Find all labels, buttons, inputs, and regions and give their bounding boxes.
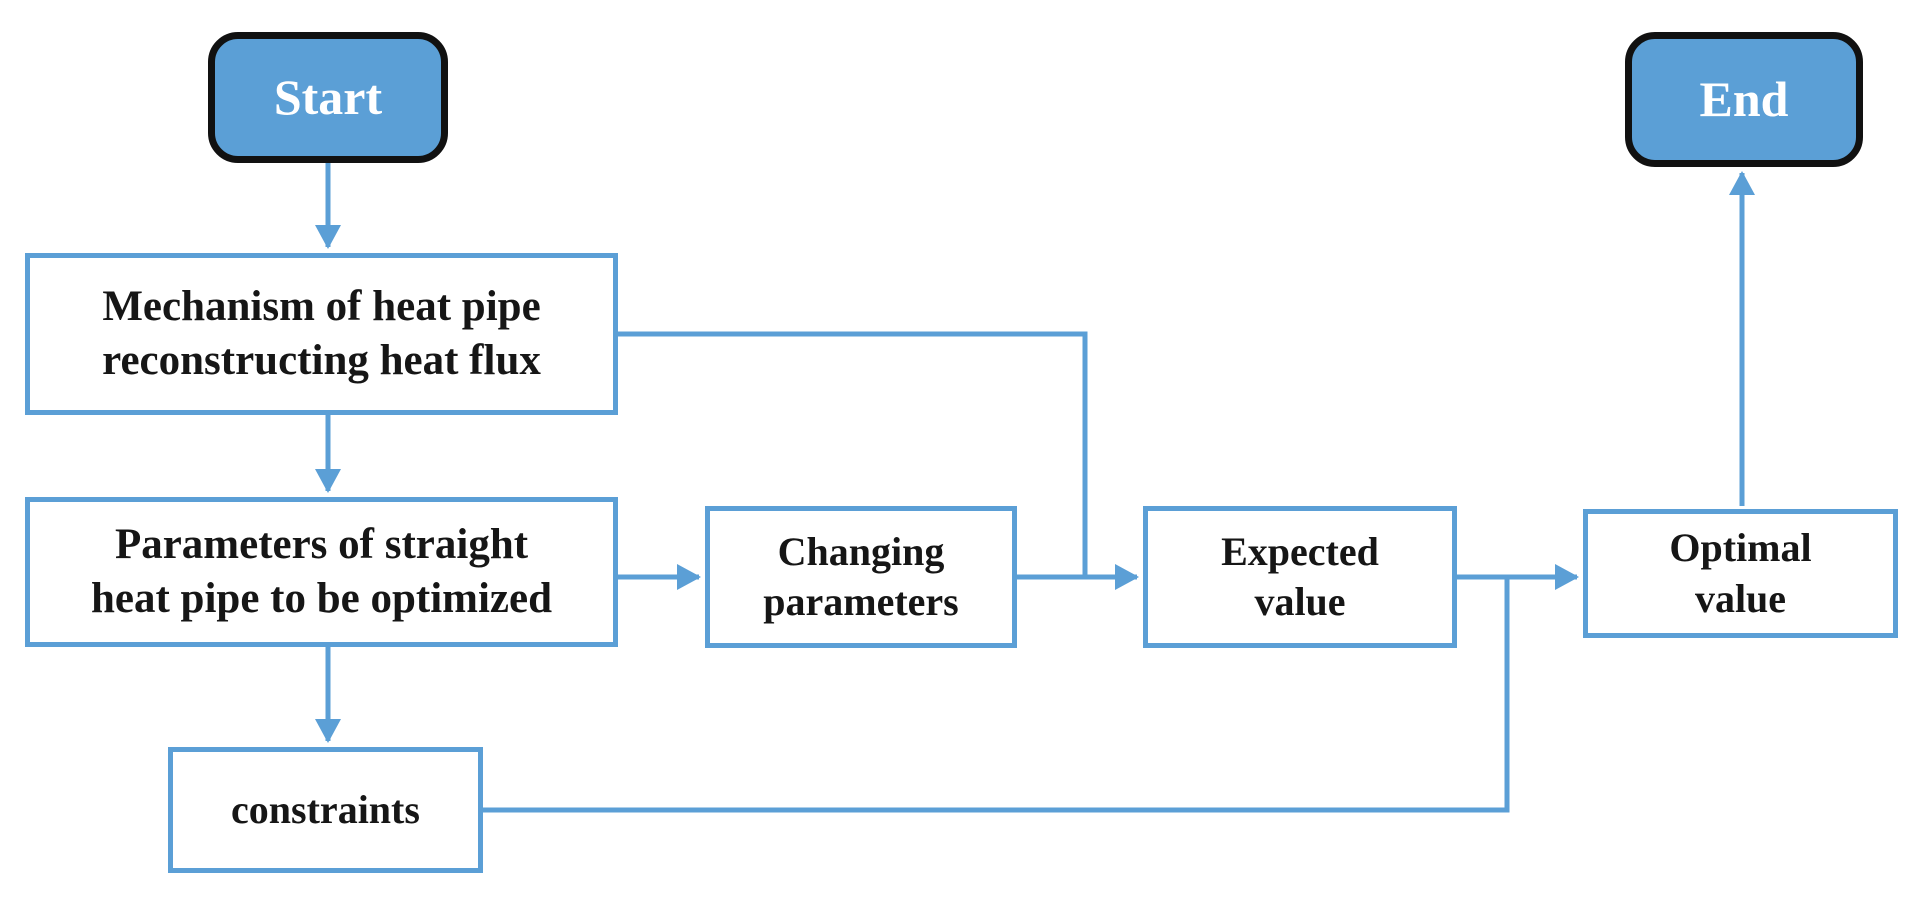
node-start-label: Start	[273, 69, 383, 125]
node-changing-parameters-label: Changing parameters	[763, 528, 959, 624]
node-optimal-value-label: Optimal value	[1669, 525, 1812, 621]
node-expected-value-label: Expected value	[1221, 528, 1379, 624]
node-mechanism: Mechanism of heat pipe reconstructing he…	[25, 253, 618, 415]
connector-constraints-to-optimal-join	[481, 577, 1510, 813]
node-parameters: Parameters of straight heat pipe to be o…	[25, 497, 618, 647]
node-constraints-label: constraints	[231, 786, 420, 832]
connector-mechanism-to-expected-join	[616, 331, 1088, 577]
node-end-label: End	[1699, 71, 1789, 127]
node-constraints: constraints	[168, 747, 483, 873]
node-parameters-label: Parameters of straight heat pipe to be o…	[90, 520, 553, 622]
node-optimal-value: Optimal value	[1583, 509, 1898, 638]
node-changing-parameters: Changing parameters	[705, 506, 1017, 648]
node-mechanism-label: Mechanism of heat pipe reconstructing he…	[102, 282, 541, 384]
node-start: Start	[208, 32, 448, 163]
node-expected-value: Expected value	[1143, 506, 1457, 648]
node-end: End	[1625, 32, 1863, 167]
